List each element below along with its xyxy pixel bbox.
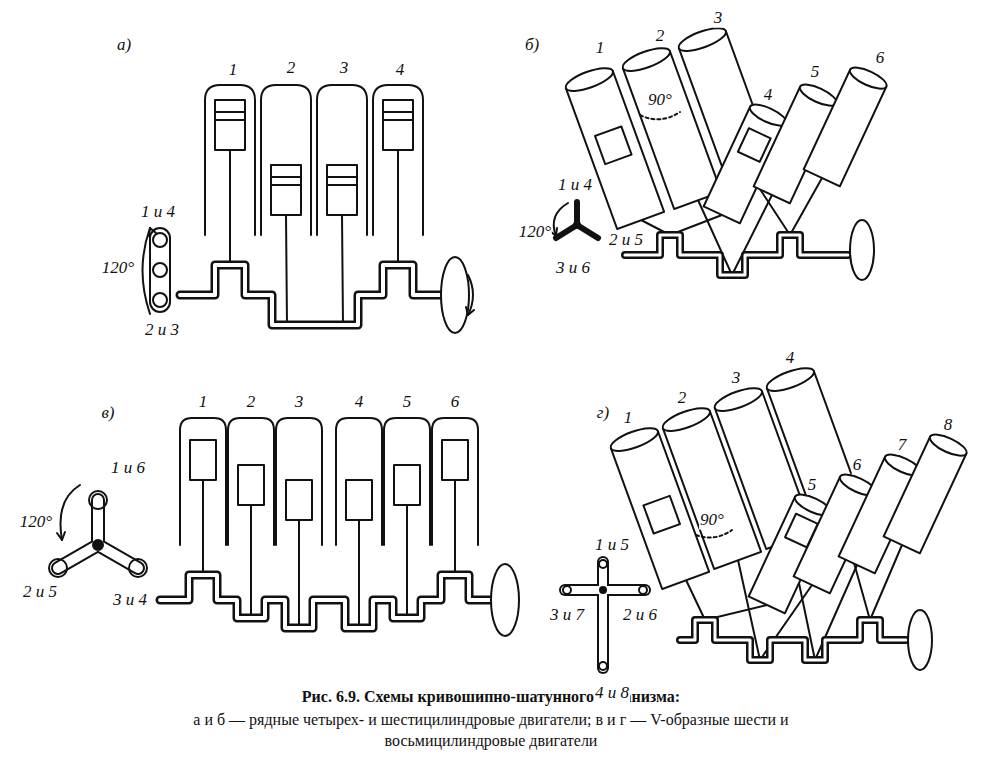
- cylinder-number: 4: [785, 349, 796, 368]
- cylinder-number: 1: [623, 409, 634, 428]
- crank-throw-label: 3 и 7: [549, 606, 585, 625]
- cylinder-number: 1: [228, 61, 239, 80]
- crank-throw-label: 2 и 3: [144, 321, 180, 340]
- cylinder-number: 6: [450, 393, 461, 412]
- panel-letter: г): [596, 404, 610, 423]
- crank-throw-label: 3 и 6: [555, 259, 591, 278]
- crank-throw-label: 4 и 8: [594, 684, 630, 703]
- figure-title: Рис. 6.9. Схемы кривошипно-шатунного мех…: [91, 688, 891, 706]
- angle-label: 120°: [19, 513, 53, 532]
- six-cylinder: [49, 418, 519, 636]
- cylinder-number: 6: [875, 49, 886, 68]
- cylinder-number: 3: [713, 9, 724, 28]
- angle-label: 120°: [518, 223, 552, 242]
- angle-label: 90°: [647, 91, 673, 110]
- cylinder-number: 3: [731, 369, 742, 388]
- inline-four: [143, 85, 475, 333]
- cylinder-number: 3: [339, 59, 350, 78]
- cylinder-number: 1: [198, 393, 209, 412]
- cylinder-number: 2: [246, 393, 257, 412]
- panel-letter: б): [524, 36, 540, 55]
- v-eight: [563, 363, 969, 670]
- crank-throw-label: 3 и 4: [112, 591, 148, 610]
- panel-letter: а): [116, 36, 132, 55]
- cylinder-number: 3: [294, 393, 305, 412]
- cylinder-number: 5: [807, 476, 818, 495]
- crank-throw-label: 1 и 4: [140, 203, 176, 222]
- crank-throw-label: 2 и 5: [22, 583, 58, 602]
- v-six: [550, 23, 889, 280]
- cylinder-number: 4: [763, 86, 774, 105]
- crank-throw-label: 1 и 4: [557, 176, 593, 195]
- cylinder-number: 1: [595, 39, 606, 58]
- cylinder-number: 4: [354, 393, 365, 412]
- figure-caption: а и б — рядные четырех- и шестицилиндров…: [131, 710, 851, 752]
- cylinder-number: 5: [402, 393, 413, 412]
- cylinder-number: 7: [897, 436, 908, 455]
- angle-label: 120°: [101, 259, 135, 278]
- cylinder-number: 2: [286, 59, 297, 78]
- cylinder-number: 2: [677, 389, 688, 408]
- angle-label: 90°: [699, 511, 725, 530]
- crank-throw-label: 1 и 5: [594, 536, 630, 555]
- crank-throw-label: 2 и 6: [622, 606, 658, 625]
- panel-letter: в): [100, 404, 115, 423]
- cylinder-number: 5: [810, 63, 821, 82]
- crank-throw-label: 2 и 5: [608, 231, 644, 250]
- crank-throw-label: 1 и 6: [110, 459, 146, 478]
- cylinder-number: 6: [852, 456, 863, 475]
- cylinder-number: 4: [395, 61, 406, 80]
- cylinder-number: 2: [655, 27, 666, 46]
- cylinder-number: 8: [943, 416, 954, 435]
